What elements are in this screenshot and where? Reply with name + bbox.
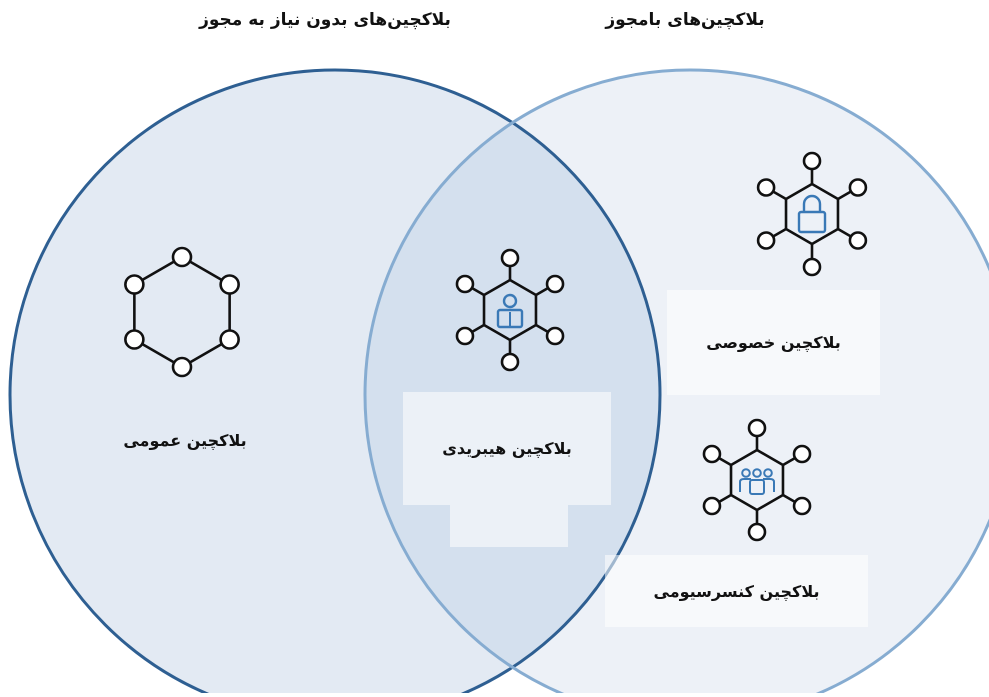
network-lock-icon (756, 151, 868, 277)
group-member-head (763, 468, 773, 478)
hexagon-network-icon (124, 246, 240, 378)
permissioned-heading: بلاکچین‌های بامجوز (605, 10, 765, 30)
network-node (500, 352, 520, 372)
network-node (792, 496, 812, 516)
lock-shackle (802, 194, 822, 212)
network-spoke (717, 493, 733, 504)
network-spoke (771, 190, 788, 201)
group-member-body (739, 478, 751, 492)
permissioned-circle-outline (363, 68, 989, 697)
intersection-region (365, 70, 660, 697)
network-spoke (836, 190, 853, 201)
network-node (702, 496, 722, 516)
group-member-head (752, 468, 762, 478)
network-node (455, 274, 475, 294)
permissionless-circle-outline (8, 68, 662, 697)
network-node (171, 356, 193, 378)
network-node (802, 151, 822, 171)
network-node (802, 257, 822, 277)
network-spoke (781, 456, 797, 467)
private-blockchain-label: بلاکچین خصوصی (706, 333, 841, 352)
network-node (756, 178, 776, 197)
user-head (502, 293, 518, 309)
network-group-icon (702, 418, 812, 542)
network-node (848, 231, 868, 250)
consortium-blockchain-label: بلاکچین کنسرسیومی (653, 581, 820, 601)
network-spoke (781, 493, 797, 504)
network-node (124, 329, 145, 350)
network-node (545, 326, 565, 346)
network-node (747, 522, 767, 542)
group-member-body (749, 479, 765, 495)
network-spoke (836, 227, 853, 238)
network-spoke (470, 323, 486, 334)
group-member-head (741, 468, 751, 478)
network-edge (188, 342, 224, 364)
permissionless-heading: بلاکچین‌های بدون نیاز به مجوز (199, 10, 451, 30)
network-edge (140, 260, 176, 282)
network-node (545, 274, 565, 294)
network-node (171, 246, 193, 268)
network-node (219, 329, 240, 350)
hybrid-blockchain-label: بلاکچین هیبریدی (442, 439, 572, 458)
network-spoke (771, 227, 788, 238)
hybrid-blockchain-box-extension (450, 505, 568, 547)
network-node (219, 274, 240, 295)
consortium-blockchain-box: بلاکچین کنسرسیومی (605, 555, 868, 627)
network-edge (188, 260, 224, 282)
network-node (455, 326, 475, 346)
network-node (500, 248, 520, 268)
network-node (848, 178, 868, 197)
hybrid-blockchain-box: بلاکچین هیبریدی (403, 392, 611, 505)
network-spoke (534, 286, 550, 297)
network-node (702, 444, 722, 464)
network-node (747, 418, 767, 438)
network-node (756, 231, 776, 250)
network-node (124, 274, 145, 295)
network-user-icon (455, 248, 565, 372)
public-blockchain-label: بلاکچین عمومی (123, 430, 247, 450)
network-edge (140, 342, 176, 364)
network-spoke (470, 286, 486, 297)
group-member-body (763, 478, 775, 492)
lock-body (797, 210, 827, 234)
network-node (792, 444, 812, 464)
public-blockchain-box: بلاکچین عمومی (95, 405, 275, 475)
network-spoke (717, 456, 733, 467)
private-blockchain-box: بلاکچین خصوصی (667, 290, 880, 395)
network-spoke (534, 323, 550, 334)
